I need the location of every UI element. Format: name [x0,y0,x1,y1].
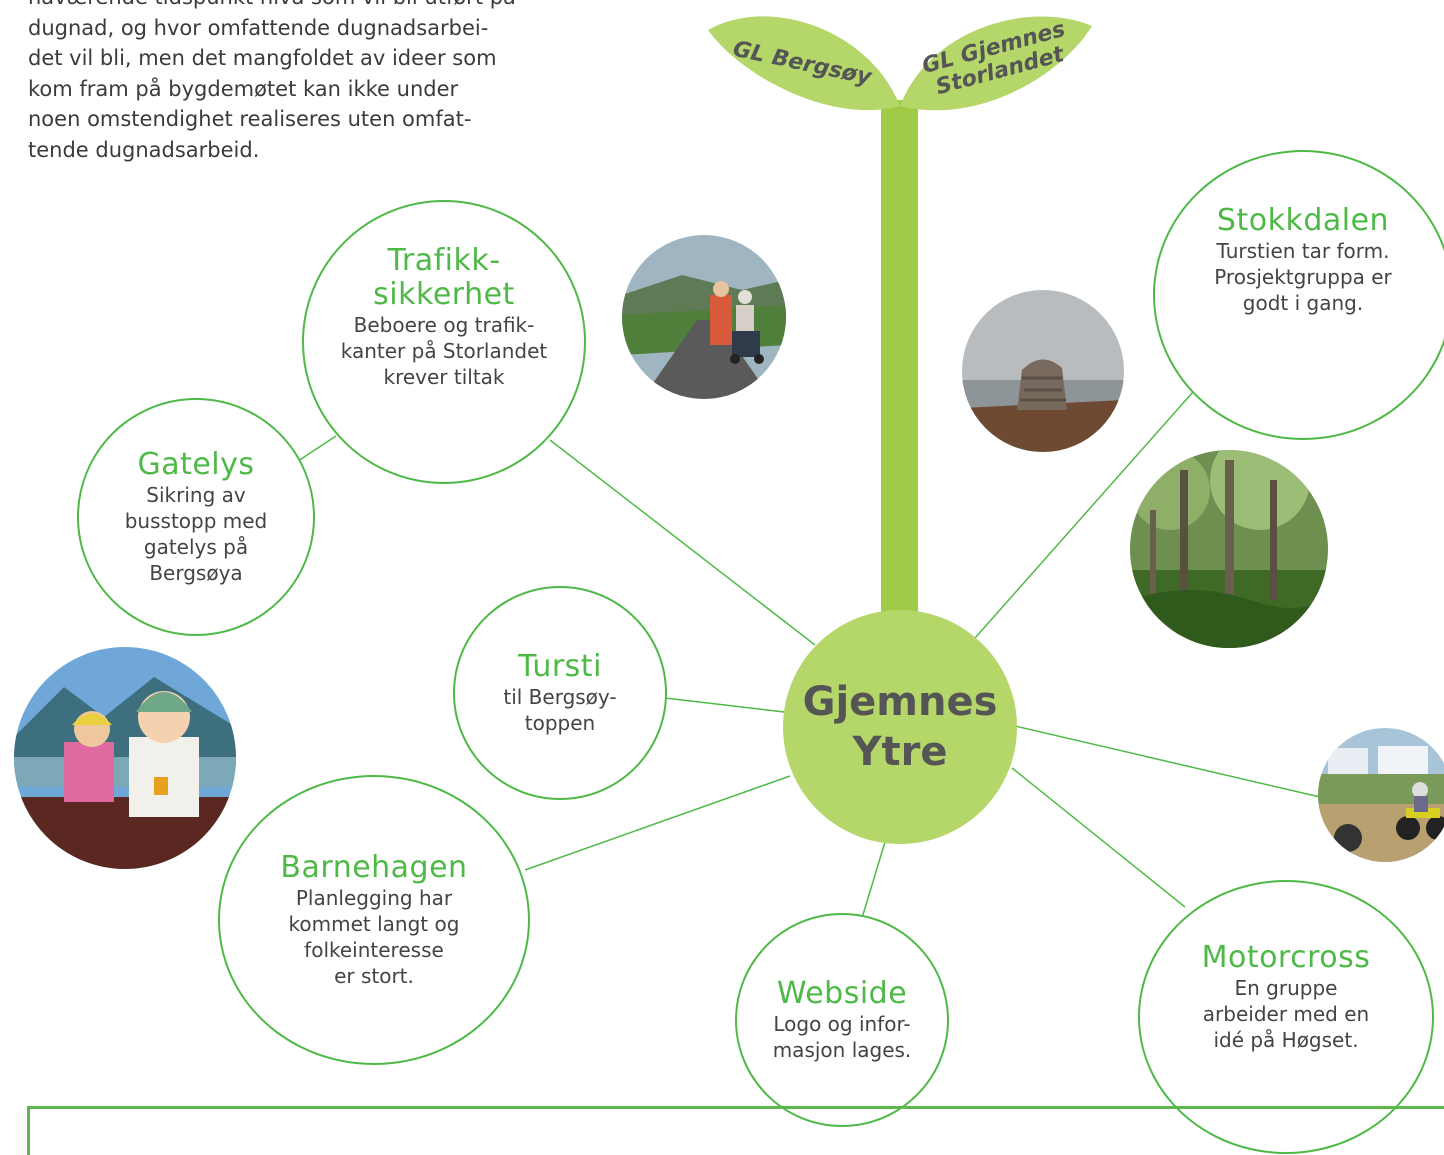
connector-trafikk [549,439,816,646]
connector-photo-motocross [1014,725,1321,798]
bubble-barnehagen: Barnehagen Planlegging har kommet langt … [218,775,530,1065]
bubble-title: Gatelys [137,447,255,482]
intro-text: nåværende tidspunkt nivå som vil bli utf… [28,0,516,162]
bottom-frame [27,1106,1444,1155]
hub-label-line2: Ytre [852,729,948,775]
bubble-title: Barnehagen [280,850,468,885]
bubble-title: Stokkdalen [1216,203,1390,238]
photo-forest [1130,450,1328,648]
bubble-trafikksikkerhet: Trafikk- sikkerhet Beboere og trafik- ka… [302,200,586,484]
bubble-desc: Sikring av busstopp med gatelys på Bergs… [124,483,268,585]
bubble-stokkdalen: Stokkdalen Turstien tar form. Prosjektgr… [1153,150,1444,440]
hub-circle: Gjemnes Ytre [783,610,1017,844]
bubble-tursti: Tursti til Bergsøy- toppen [453,586,667,800]
bubble-desc: Beboere og trafik- kanter på Storlandet … [340,313,548,389]
bubble-title: Webside [776,976,908,1011]
bubble-title: Trafikk- sikkerhet [373,243,515,312]
photo-cairn [962,290,1124,452]
bubble-gatelys: Gatelys Sikring av busstopp med gatelys … [77,398,315,636]
connector-gatelys-trafikk [297,435,337,462]
connector-barnehagen [524,775,791,871]
connector-webside [861,841,886,919]
bubble-desc: En gruppe arbeider med en idé på Høgset. [1202,976,1370,1052]
leaf-right [900,16,1092,111]
bubble-webside: Webside Logo og infor- masjon lages. [735,913,949,1127]
connector-stokkdalen [974,374,1209,639]
bubble-desc: Logo og infor- masjon lages. [772,1012,912,1062]
photo-motocross [1318,728,1444,862]
plant-stem [881,100,918,622]
photo-children [14,647,236,869]
bubble-title: Motorcross [1201,940,1371,975]
bubble-desc: til Bergsøy- toppen [503,685,617,735]
connector-motorcross [1011,767,1186,908]
hub-label-line1: Gjemnes [802,679,998,725]
connector-tursti [664,697,785,713]
bubble-desc: Planlegging har kommet langt og folkeint… [288,886,460,988]
bubble-title: Tursti [518,649,602,684]
photo-road-walkers [622,235,786,399]
leaf-left [708,16,900,111]
bubble-desc: Turstien tar form. Prosjektgruppa er god… [1214,239,1392,315]
